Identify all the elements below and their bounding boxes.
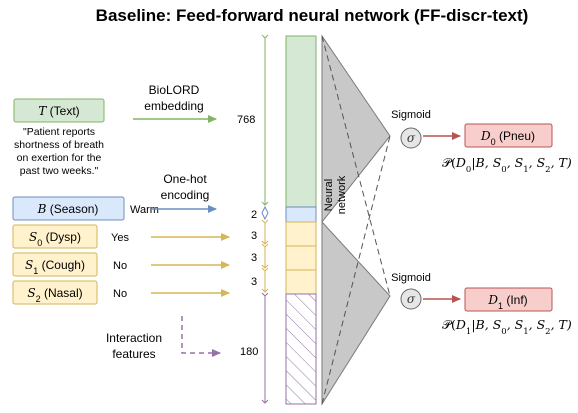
s2-label: (Nasal) xyxy=(41,286,83,300)
dim-s2: 3 xyxy=(251,276,257,288)
s1-label: (Cough) xyxy=(38,258,85,272)
onehot-label-line1: One-hot xyxy=(163,172,207,186)
text-input-node: T (Text) xyxy=(13,98,105,123)
svg-text:S2 (Nasal): S2 (Nasal) xyxy=(27,286,82,304)
dim-text: 768 xyxy=(237,114,255,126)
d1-label: (Inf) xyxy=(503,293,528,307)
d0-var: D xyxy=(480,129,491,143)
quote-line-3: on exertion for the xyxy=(17,152,102,164)
network-label-line2: network xyxy=(336,175,348,214)
sigmoid-label-bottom: Sigmoid xyxy=(391,272,431,284)
d0-label: (Pneu) xyxy=(496,129,535,143)
formula-d0: 𝒫(D0|B, S0, S1, S2, T) xyxy=(442,155,572,175)
vector-segment-s1 xyxy=(285,245,317,271)
season-var: B xyxy=(37,202,47,216)
quote-line-2: shortness of breath xyxy=(14,139,104,151)
s1-var: S xyxy=(25,258,33,272)
vector-segment-s2 xyxy=(285,269,317,295)
s1-input-node: S1 (Cough) xyxy=(12,252,98,277)
d0-sub: 0 xyxy=(491,137,496,147)
season-value: Warm xyxy=(130,204,159,216)
svg-text:D1 (Inf): D1 (Inf) xyxy=(487,293,527,311)
s0-label: (Dysp) xyxy=(42,230,81,244)
d1-sub: 1 xyxy=(498,301,503,311)
clinical-note-quote: "Patient reports shortness of breath on … xyxy=(14,126,104,177)
season-label: (Season) xyxy=(46,202,98,216)
vector-segment-s0 xyxy=(285,221,317,247)
diagram-title: Baseline: Feed-forward neural network (F… xyxy=(96,6,529,25)
svg-text:T (Text): T (Text) xyxy=(38,104,79,118)
text-input-var: T xyxy=(38,104,47,118)
svg-text:B (Season): B (Season) xyxy=(37,202,99,216)
interaction-arrow xyxy=(181,316,221,357)
sigmoid-symbol-top: σ xyxy=(407,131,416,145)
biolord-label-line1: BioLORD xyxy=(149,83,200,97)
output-node-d1: D1 (Inf) xyxy=(464,287,553,312)
sigmoid-node-bottom xyxy=(400,288,422,310)
quote-line-1: "Patient reports xyxy=(23,126,95,138)
vector-segment-season xyxy=(285,206,317,223)
onehot-label-line2: encoding xyxy=(161,188,210,202)
dim-s1: 3 xyxy=(251,252,257,264)
s2-input-node: S2 (Nasal) xyxy=(12,280,98,305)
d1-var: D xyxy=(487,293,498,307)
s0-input-node: S0 (Dysp) xyxy=(12,224,98,249)
s0-value: Yes xyxy=(111,232,129,244)
svg-text:S0 (Dysp): S0 (Dysp) xyxy=(29,230,81,248)
s0-var: S xyxy=(29,230,37,244)
s0-sub: 0 xyxy=(37,238,42,248)
text-input-label: (Text) xyxy=(46,104,79,118)
dim-interaction: 180 xyxy=(240,346,258,358)
s1-value: No xyxy=(113,260,127,272)
biolord-label-line2: embedding xyxy=(144,99,203,113)
sigmoid-node-top xyxy=(400,127,422,149)
vector-segment-text xyxy=(285,35,317,208)
neural-network-block: Neural network xyxy=(321,34,391,406)
formula-d1: 𝒫(D1|B, S0, S1, S2, T) xyxy=(442,317,572,337)
output-node-d0: D0 (Pneu) xyxy=(464,123,553,148)
s2-var: S xyxy=(27,286,35,300)
dim-s0: 3 xyxy=(251,230,257,242)
interaction-label-line1: Interaction xyxy=(106,331,162,345)
quote-line-4: past two weeks." xyxy=(20,165,99,177)
svg-text:S1 (Cough): S1 (Cough) xyxy=(25,258,85,276)
s2-value: No xyxy=(113,288,127,300)
s2-sub: 2 xyxy=(36,294,41,304)
feature-vector xyxy=(285,35,317,405)
s1-sub: 1 xyxy=(33,266,38,276)
sigmoid-symbol-bottom: σ xyxy=(407,292,416,306)
season-input-node: B (Season) xyxy=(12,196,125,221)
dim-season: 2 xyxy=(251,209,257,221)
network-label-line1: Neural xyxy=(323,179,335,211)
interaction-label-line2: features xyxy=(112,347,155,361)
svg-text:D0 (Pneu): D0 (Pneu) xyxy=(480,129,535,147)
sigmoid-label-top: Sigmoid xyxy=(391,109,431,121)
dimension-brackets xyxy=(261,34,269,404)
